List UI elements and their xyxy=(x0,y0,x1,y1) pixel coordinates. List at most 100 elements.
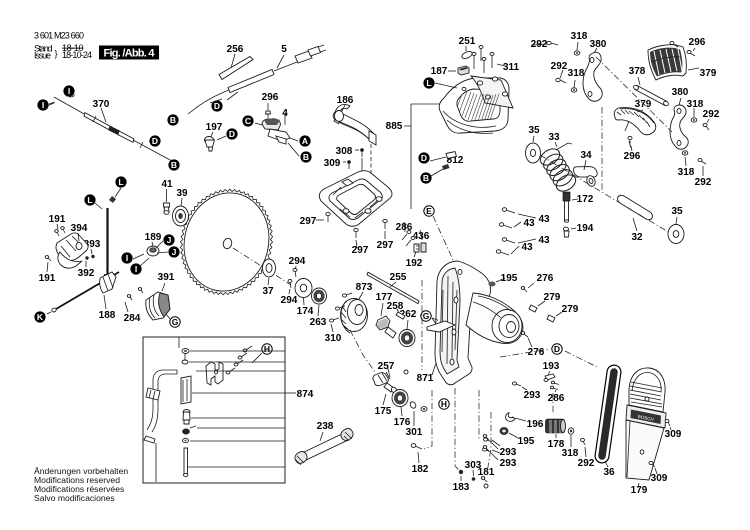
svg-text:309: 309 xyxy=(665,429,682,440)
svg-text:B: B xyxy=(423,173,429,183)
svg-text:318: 318 xyxy=(571,31,588,42)
svg-text:874: 874 xyxy=(297,389,314,400)
svg-text:32: 32 xyxy=(631,232,643,243)
svg-text:393: 393 xyxy=(84,239,101,250)
svg-text:262: 262 xyxy=(400,309,417,320)
svg-text:318: 318 xyxy=(687,99,704,110)
svg-text:174: 174 xyxy=(297,306,314,317)
svg-text:34: 34 xyxy=(580,150,592,161)
svg-text:394: 394 xyxy=(71,223,88,234)
svg-text:H: H xyxy=(264,344,270,354)
svg-text:255: 255 xyxy=(390,272,407,283)
svg-text:Modifications réservées: Modifications réservées xyxy=(34,484,124,494)
svg-text:257: 257 xyxy=(378,361,395,372)
svg-text:276: 276 xyxy=(528,347,545,358)
svg-text:G: G xyxy=(423,311,430,321)
svg-text:35: 35 xyxy=(528,125,540,136)
svg-text:175: 175 xyxy=(375,406,392,417)
svg-text:286: 286 xyxy=(548,393,565,404)
svg-text:294: 294 xyxy=(281,295,298,306)
svg-text:B: B xyxy=(303,152,309,162)
svg-text:293: 293 xyxy=(500,458,517,469)
svg-text:182: 182 xyxy=(412,464,429,475)
svg-text:D: D xyxy=(214,101,220,111)
svg-text:292: 292 xyxy=(578,458,595,469)
svg-text:293: 293 xyxy=(524,390,541,401)
svg-text:I: I xyxy=(126,253,128,263)
svg-text:187: 187 xyxy=(431,66,448,77)
svg-text:I: I xyxy=(68,86,70,96)
svg-text:J: J xyxy=(167,235,172,245)
svg-text:43: 43 xyxy=(538,214,550,225)
svg-text:311: 311 xyxy=(503,62,520,73)
svg-text:301: 301 xyxy=(406,427,423,438)
svg-text:41: 41 xyxy=(161,179,173,190)
svg-text:33: 33 xyxy=(548,132,560,143)
svg-text:379: 379 xyxy=(700,68,717,79)
svg-text:309: 309 xyxy=(324,158,341,169)
svg-text:186: 186 xyxy=(337,95,354,106)
svg-text:43: 43 xyxy=(521,242,533,253)
svg-text:812: 812 xyxy=(447,155,464,166)
svg-text:D: D xyxy=(554,344,560,354)
svg-text:183: 183 xyxy=(453,482,470,493)
svg-text:292: 292 xyxy=(703,109,720,120)
svg-text:292: 292 xyxy=(695,177,712,188)
svg-text:296: 296 xyxy=(624,151,641,162)
svg-text:195: 195 xyxy=(518,436,535,447)
svg-text:L: L xyxy=(87,195,92,205)
svg-text:35: 35 xyxy=(671,206,683,217)
svg-text:309: 309 xyxy=(651,473,668,484)
svg-text:276: 276 xyxy=(537,273,554,284)
svg-text:318: 318 xyxy=(678,167,695,178)
svg-text:Stand: Stand xyxy=(34,43,53,53)
svg-text:318: 318 xyxy=(568,68,585,79)
svg-text:L: L xyxy=(118,177,123,187)
svg-text:18-10: 18-10 xyxy=(62,43,84,53)
svg-text:43: 43 xyxy=(523,218,535,229)
svg-text:873: 873 xyxy=(356,282,373,293)
svg-text:D: D xyxy=(229,129,235,139)
svg-text:Modifications reserved: Modifications reserved xyxy=(34,475,120,485)
svg-text:195: 195 xyxy=(501,273,518,284)
svg-text:176: 176 xyxy=(394,417,411,428)
svg-text:279: 279 xyxy=(562,304,579,315)
svg-text:181: 181 xyxy=(478,467,495,478)
svg-text:263: 263 xyxy=(310,317,327,328)
svg-text:370: 370 xyxy=(93,99,110,110)
svg-text:885: 885 xyxy=(386,121,403,132)
svg-text:H: H xyxy=(441,399,447,409)
svg-text:318: 318 xyxy=(562,448,579,459)
svg-text:178: 178 xyxy=(548,439,565,450)
svg-text:297: 297 xyxy=(300,216,317,227)
svg-text:238: 238 xyxy=(317,421,334,432)
svg-text:196: 196 xyxy=(527,419,544,430)
svg-text:192: 192 xyxy=(406,258,423,269)
svg-text:Fig. /Abb. 4: Fig. /Abb. 4 xyxy=(104,48,156,60)
svg-text:3 601 M23 660: 3 601 M23 660 xyxy=(34,31,84,41)
svg-text:}: } xyxy=(55,49,58,59)
svg-text:172: 172 xyxy=(577,194,594,205)
svg-text:294: 294 xyxy=(289,256,306,267)
svg-text:380: 380 xyxy=(590,39,607,50)
svg-text:Salvo modificaciones: Salvo modificaciones xyxy=(34,493,115,503)
svg-text:I: I xyxy=(42,100,44,110)
svg-text:297: 297 xyxy=(377,240,394,251)
svg-text:K: K xyxy=(37,312,44,322)
svg-text:G: G xyxy=(172,317,179,327)
svg-text:191: 191 xyxy=(39,273,56,284)
svg-text:379: 379 xyxy=(635,99,652,110)
svg-text:I: I xyxy=(135,264,137,274)
svg-text:392: 392 xyxy=(78,268,95,279)
svg-text:256: 256 xyxy=(227,44,244,55)
svg-text:871: 871 xyxy=(417,373,434,384)
svg-text:18-10-24: 18-10-24 xyxy=(62,50,92,60)
svg-text:43: 43 xyxy=(538,235,550,246)
svg-text:39: 39 xyxy=(176,188,188,199)
svg-text:B: B xyxy=(171,160,177,170)
svg-text:391: 391 xyxy=(158,272,175,283)
svg-text:194: 194 xyxy=(577,223,594,234)
svg-text:5: 5 xyxy=(281,44,287,55)
svg-text:D: D xyxy=(152,136,158,146)
svg-text:293: 293 xyxy=(500,447,517,458)
